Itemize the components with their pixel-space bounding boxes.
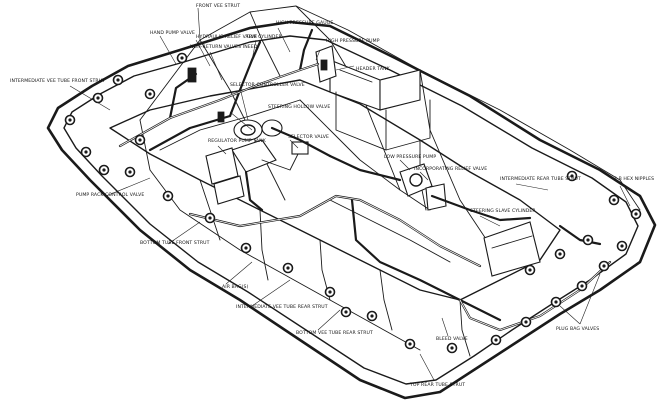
stud bbox=[282, 262, 294, 274]
leader-lines bbox=[69, 7, 631, 381]
stud bbox=[98, 164, 110, 176]
labels: FRONT VEE STRUT HAND PUMP VALVE HYDRAULI… bbox=[10, 3, 654, 388]
hydraulic-pipes bbox=[118, 28, 612, 332]
stud bbox=[576, 280, 588, 292]
label-trip-cylinder: TRIP CYLINDER bbox=[245, 34, 283, 40]
label-intermediate-vee-tube-rear-strut: INTERMEDIATE VEE TUBE REAR STRUT bbox=[236, 304, 328, 310]
stud bbox=[134, 134, 146, 146]
label-high-pressure-gauge: HIGH PRESSURE GAUGE bbox=[276, 20, 333, 26]
label-steering-hollow-valve: STEERING HOLLOW VALVE bbox=[268, 104, 330, 110]
machinery-cluster bbox=[187, 67, 541, 277]
stud bbox=[124, 166, 136, 178]
label-high-pressure-pump: HIGH PRESSURE PUMP bbox=[326, 38, 380, 44]
stud bbox=[112, 74, 124, 86]
stud bbox=[404, 338, 416, 350]
stud bbox=[550, 296, 562, 308]
label-hand-pump-valve: HAND PUMP VALVE bbox=[150, 30, 195, 36]
label-low-pressure-pump: LOW PRESSURE PUMP bbox=[384, 154, 436, 160]
label-bottom-tube-front-strut: BOTTOM TUBE FRONT STRUT bbox=[140, 240, 210, 246]
stud bbox=[616, 240, 628, 252]
label-plug-bag-valves: PLUG BAG VALVES bbox=[556, 326, 599, 332]
stud bbox=[520, 316, 532, 328]
label-regulator-pump-tank: REGULATOR PUMP TANK bbox=[208, 138, 267, 144]
stud bbox=[566, 170, 578, 182]
stud bbox=[204, 212, 216, 224]
stud bbox=[64, 114, 76, 126]
label-zb-hex-nipples: 2 B HEX NIPPLES bbox=[614, 176, 654, 182]
stud bbox=[582, 234, 594, 246]
stud bbox=[324, 286, 336, 298]
skirt-studs bbox=[64, 52, 642, 354]
stud bbox=[598, 260, 610, 272]
stud bbox=[490, 334, 502, 346]
label-hydraulic-relief-valve: HYDRAULIC RELIEF VALVE bbox=[196, 34, 257, 40]
stud bbox=[524, 264, 536, 276]
label-bottom-vee-tube-rear-strut: BOTTOM VEE TUBE REAR STRUT bbox=[296, 330, 373, 336]
label-air-bag: AIR BAG(S) bbox=[222, 284, 249, 290]
stud bbox=[176, 52, 188, 64]
stud bbox=[630, 208, 642, 220]
stud bbox=[240, 242, 252, 254]
label-selector-valve: SELECTOR VALVE bbox=[288, 134, 329, 140]
label-non-return-valves: NON-RETURN VALVES INEED bbox=[190, 44, 258, 50]
label-front-vee-strut: FRONT VEE STRUT bbox=[196, 3, 240, 9]
stud bbox=[366, 310, 378, 322]
stud bbox=[446, 342, 458, 354]
label-top-rear-tube-strut: TOP REAR TUBE STRUT bbox=[409, 382, 465, 388]
stud bbox=[80, 146, 92, 158]
stud bbox=[554, 248, 566, 260]
stud bbox=[144, 88, 156, 100]
label-intermediate-vee-tube-front-strut: INTERMEDIATE VEE TUBE FRONT STRUT bbox=[10, 78, 105, 84]
stud bbox=[340, 306, 352, 318]
header-tank bbox=[315, 45, 337, 83]
label-intermediate-rear-tube-strut: INTERMEDIATE REAR TUBE STRUT bbox=[500, 176, 581, 182]
label-selector-controller-valve: SELECTOR CONTROLLER VALVE bbox=[230, 82, 305, 88]
label-steering-slave-cylinder: STEERING SLAVE CYLINDER bbox=[470, 208, 536, 214]
stud bbox=[608, 194, 620, 206]
label-bleed-valve: BLEED VALVE bbox=[436, 336, 468, 342]
stud bbox=[162, 190, 174, 202]
label-header-tank: HEADER TANK bbox=[356, 66, 391, 72]
label-incorporating-relief-valve: INCORPORATING RELIEF VALVE bbox=[414, 166, 487, 172]
label-pump-rack-control-valve: PUMP RACK CONTROL VALVE bbox=[76, 192, 144, 198]
rear-bulkhead bbox=[329, 59, 431, 151]
